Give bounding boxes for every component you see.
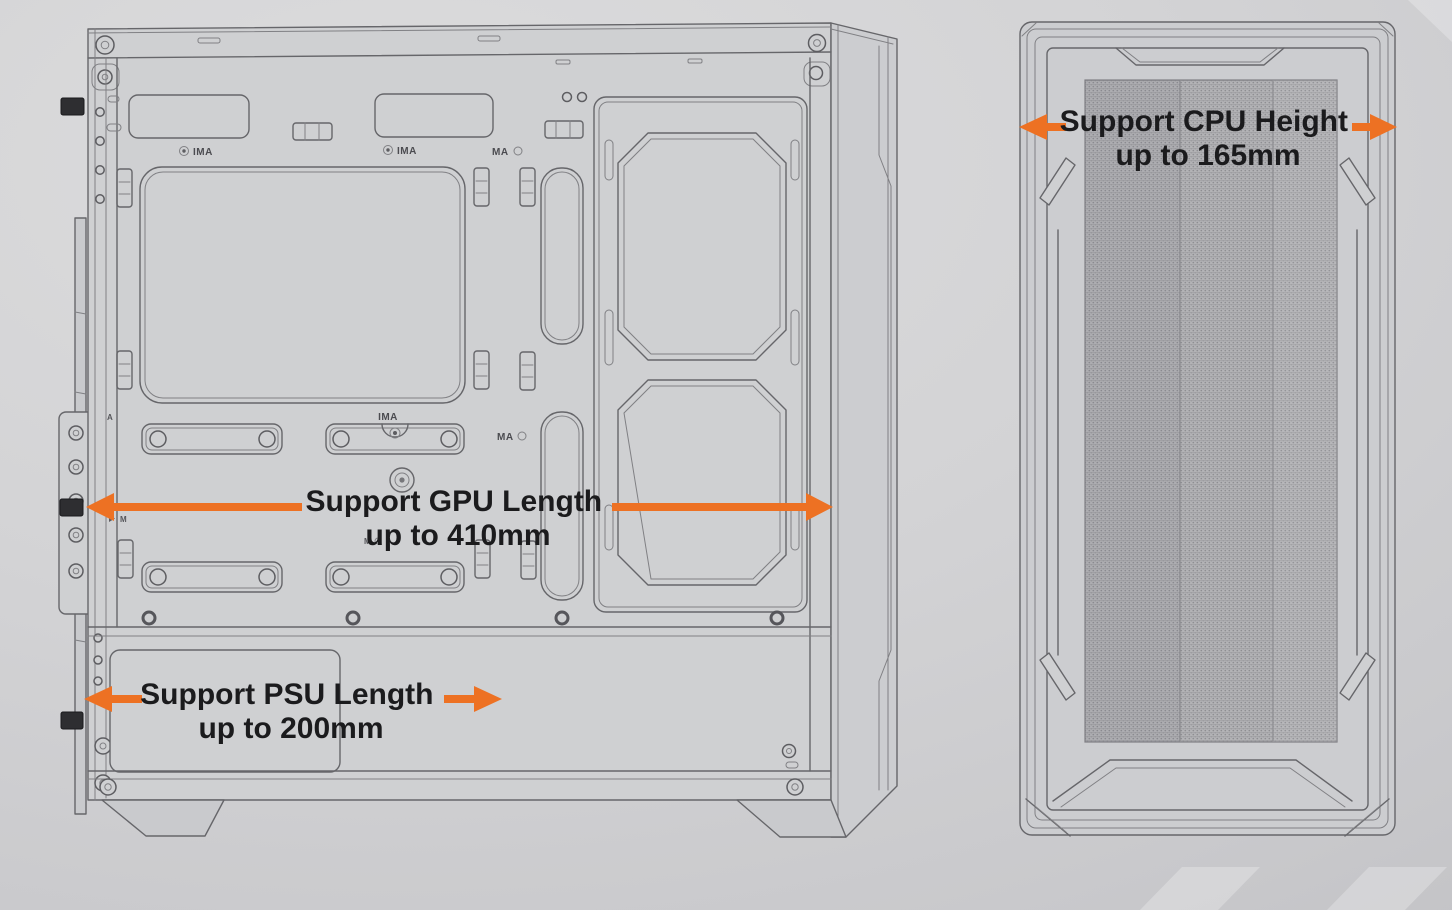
arrow-left-icon <box>84 686 112 712</box>
cable-clips <box>116 167 537 580</box>
psu-length-arrows <box>84 686 502 712</box>
cpu-height-label: Support CPU Height up to 165mm <box>1060 105 1357 172</box>
drive-cage <box>593 96 808 613</box>
top-vent-cutouts <box>128 58 703 141</box>
svg-text:IMA: IMA <box>193 147 213 158</box>
arrow-right-icon <box>474 686 502 712</box>
mesh-panel <box>1084 79 1338 743</box>
thumbscrew-tab-top <box>60 97 85 116</box>
gpu-length-label: Support GPU Length up to 410mm <box>306 485 611 552</box>
engraving-ima-2: IMA <box>383 145 417 157</box>
svg-text:IMA: IMA <box>397 146 417 157</box>
bottom-intake-vent <box>1052 759 1353 808</box>
crease-lower-right <box>1339 652 1376 701</box>
stripe-decoration <box>1140 0 1452 910</box>
arrow-left-icon <box>86 493 114 521</box>
engraving-ma-2: MA <box>497 431 527 443</box>
thumbscrew-tab-middle <box>59 498 84 517</box>
crease-upper-left <box>1039 157 1076 206</box>
psu-zone-screws <box>781 743 799 769</box>
svg-text:M: M <box>364 537 371 546</box>
thumbscrew-tab-bottom <box>60 711 84 730</box>
bottom-rail <box>87 770 832 796</box>
psu-divider <box>87 610 832 637</box>
engraving-a: A <box>107 413 113 422</box>
cable-routing-slots <box>540 167 584 601</box>
front-bezel-frame <box>1046 47 1369 811</box>
crease-upper-right <box>1339 157 1376 206</box>
case-foot-right <box>736 799 847 838</box>
standoff-rail-lower-right <box>325 561 465 593</box>
cpu-cutout <box>139 166 466 404</box>
psu-length-label: Support PSU Length up to 200mm <box>140 678 442 745</box>
bezel-pillars <box>1039 157 1376 701</box>
standoff-rail-lower-left <box>141 561 283 593</box>
center-standoff <box>389 467 415 493</box>
svg-text:MA: MA <box>492 147 509 158</box>
arrow-right-icon <box>1370 114 1397 140</box>
svg-text:MA: MA <box>497 432 514 443</box>
arrow-left-icon <box>1019 114 1047 140</box>
engraving-ma-1: MA <box>492 146 523 158</box>
standoff-rail-upper-left <box>141 423 283 455</box>
front-feet <box>1025 798 1390 837</box>
svg-text:M: M <box>120 515 127 524</box>
annotations: Support GPU Length up to 410mm Support P… <box>84 105 1397 745</box>
arrow-right-icon <box>806 493 833 521</box>
gpu-length-arrows <box>86 493 833 521</box>
engraving-ima-3: IMA <box>378 412 398 423</box>
crease-lower-left <box>1039 652 1076 701</box>
psu-outline <box>109 649 341 773</box>
cpu-height-arrows <box>1019 114 1397 140</box>
standoff-rail-upper-right: IMA <box>325 412 465 455</box>
front-bezel-side <box>830 22 898 838</box>
front-view <box>1019 21 1396 837</box>
engraving-ima-1: IMA <box>179 146 213 158</box>
engraving-m-1: M <box>364 537 382 546</box>
top-rail <box>87 26 832 91</box>
case-foot-left <box>101 799 225 837</box>
side-view: IMA IMA MA <box>58 22 898 838</box>
top-notch <box>1115 47 1285 66</box>
